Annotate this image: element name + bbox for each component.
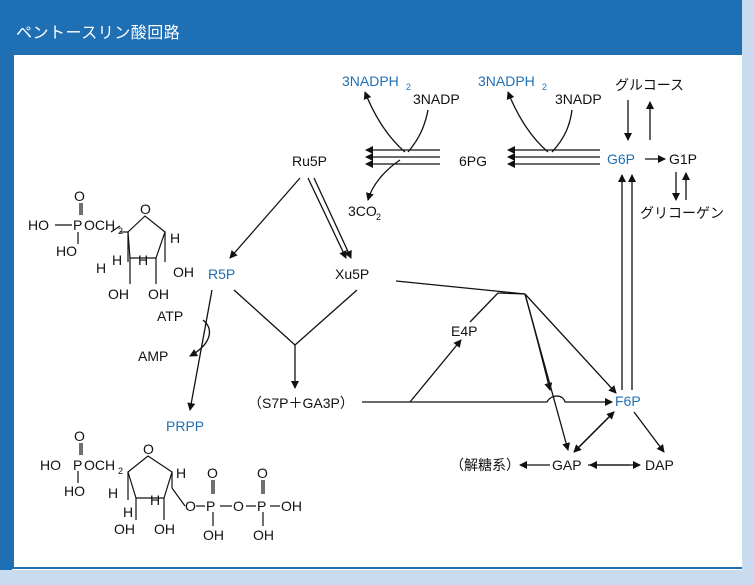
panel-bottom-shadow	[0, 570, 754, 585]
ru5p-to-xu5p-arrow-2	[313, 177, 352, 259]
r5p-label: R5P	[208, 266, 235, 282]
nadph-label-1: 3NADPH	[342, 73, 399, 89]
nadph-arc-1-in	[407, 109, 429, 153]
prpp-structure: HO P O OCH 2 HO O H H H H O P O P OH O O…	[40, 428, 302, 543]
r5p-o-top: O	[74, 188, 85, 204]
ru5p-to-r5p-arrow	[229, 177, 301, 259]
co2-arrow	[365, 159, 401, 201]
r5p-oh-b1: OH	[108, 286, 129, 302]
s7p-ga3p-label: （S7P＋GA3P）	[248, 395, 354, 411]
ru5p-label: Ru5P	[292, 153, 327, 169]
prpp-ring-o: O	[143, 441, 154, 457]
s7p-to-f6p-arrow	[362, 395, 613, 406]
prpp-o-link: O	[185, 498, 196, 514]
nadph-sub-2: 2	[542, 82, 547, 92]
glycogen-label: グリコーゲン	[640, 205, 724, 221]
gap-to-f6p-arrow	[575, 411, 615, 451]
r5p-ring-o: O	[140, 201, 151, 217]
dap-label: DAP	[645, 457, 674, 473]
r5p-structure: HO P O OCH 2 HO O H H H H OH OH OH	[28, 188, 194, 302]
e4p-label: E4P	[451, 323, 477, 339]
nadph-sub-1: 2	[406, 82, 411, 92]
prpp-o-mid: O	[233, 498, 244, 514]
panel-right-shadow	[742, 0, 754, 585]
prpp-o-top-3: O	[257, 465, 268, 481]
prpp-ho-1: HO	[40, 457, 61, 473]
xu5p-to-junction-line	[395, 280, 526, 295]
prpp-oh-p2: OH	[203, 527, 224, 543]
prpp-o-top-1: O	[74, 428, 85, 444]
nadph-arc-2-in	[551, 109, 573, 153]
prpp-och2: OCH	[84, 457, 115, 473]
prpp-h-ur: H	[176, 465, 186, 481]
xu5p-label: Xu5P	[335, 266, 369, 282]
prpp-oh-b1: OH	[114, 521, 135, 537]
junction-to-hop-arrow	[524, 293, 553, 391]
6pg-label: 6PG	[459, 153, 487, 169]
junction-bar	[497, 292, 526, 295]
prpp-h-ul: H	[108, 485, 118, 501]
r5p-och2: OCH	[84, 217, 115, 233]
prpp-phosphorus-3: P	[257, 498, 266, 514]
prpp-oh-end: OH	[281, 498, 302, 514]
page-title: ペントースリン酸回路	[16, 23, 181, 42]
f6p-label: F6P	[615, 393, 641, 409]
nadp-label-1: 3NADP	[413, 91, 460, 107]
r5p-och2-sub: 2	[118, 226, 123, 236]
e4p-to-junction-line	[469, 292, 499, 323]
r5p-h-ur: H	[170, 230, 180, 246]
nadph-arc-1-out	[363, 91, 406, 153]
prpp-label: PRPP	[166, 418, 204, 434]
co2-sub: 2	[376, 212, 381, 222]
prpp-oh-b2: OH	[154, 521, 175, 537]
f6p-to-dap-arrow	[633, 411, 665, 453]
merge-bracket	[233, 289, 358, 346]
r5p-phosphorus: P	[73, 217, 82, 233]
panel-left-border	[0, 55, 12, 570]
r5p-ho-2: HO	[56, 243, 77, 259]
glycolysis-label: （解糖系）	[450, 457, 520, 473]
nadp-label-2: 3NADP	[555, 91, 602, 107]
r5p-to-prpp-arrow	[187, 289, 213, 411]
atp-amp-arrow	[189, 319, 211, 357]
glucose-label: グルコース	[615, 77, 684, 93]
r5p-oh-b2: OH	[148, 286, 169, 302]
gap-label: GAP	[552, 457, 582, 473]
prpp-phosphorus-2: P	[206, 498, 215, 514]
r5p-h-ul: H	[96, 260, 106, 276]
nadph-arc-2-out	[506, 91, 549, 153]
ru5p-to-xu5p-arrow-1	[307, 177, 347, 259]
amp-label: AMP	[138, 348, 168, 364]
prpp-h-r: H	[150, 492, 160, 508]
prpp-oh-p3: OH	[253, 527, 274, 543]
atp-label: ATP	[157, 308, 183, 324]
prpp-och2-sub: 2	[118, 466, 123, 476]
prpp-phosphorus-1: P	[73, 457, 82, 473]
title-bar	[0, 0, 754, 55]
prpp-h-l: H	[123, 504, 133, 520]
co2-label: 3CO	[348, 203, 377, 219]
r5p-h-r: H	[138, 252, 148, 268]
g1p-label: G1P	[669, 151, 697, 167]
r5p-h-l: H	[112, 252, 122, 268]
prpp-ho-2: HO	[64, 483, 85, 499]
nadph-label-2: 3NADPH	[478, 73, 535, 89]
junction-to-f6p-arrow	[524, 293, 617, 394]
prpp-o-top-2: O	[207, 465, 218, 481]
r5p-oh-r: OH	[173, 264, 194, 280]
g6p-label: G6P	[607, 151, 635, 167]
r5p-ho-1: HO	[28, 217, 49, 233]
to-e4p-arrow	[409, 339, 462, 403]
